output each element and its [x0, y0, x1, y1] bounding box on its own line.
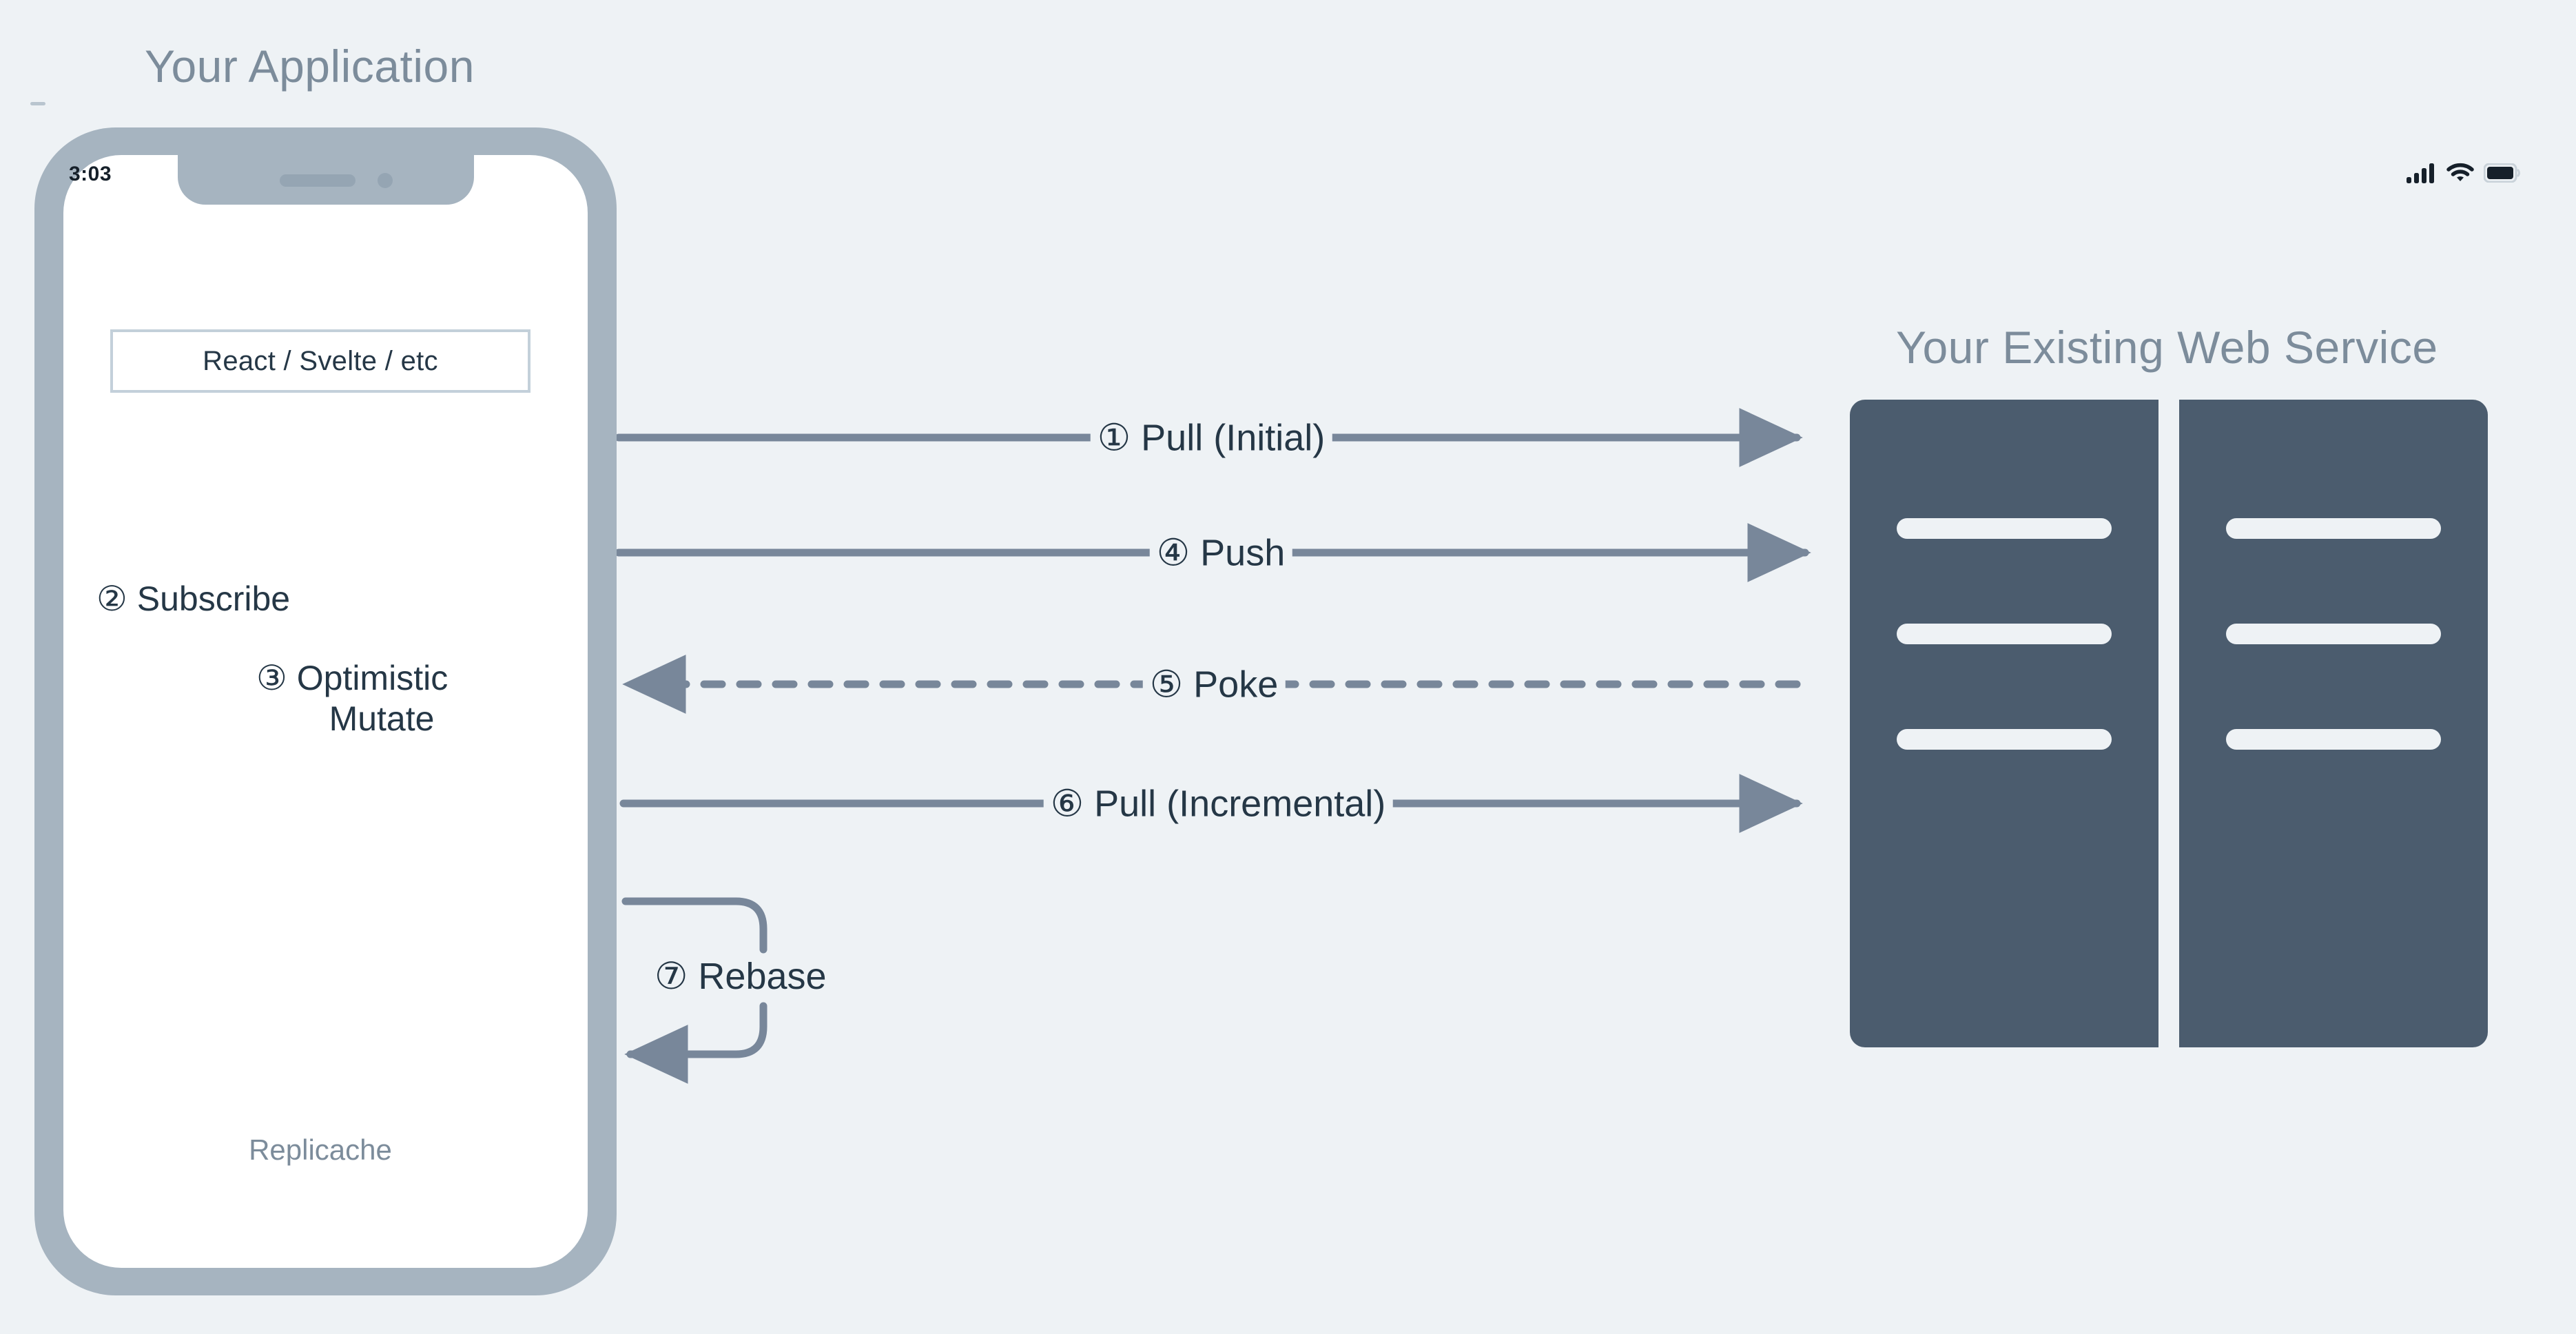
cellular-signal-icon	[2407, 163, 2434, 183]
arrow-rebase-loop	[621, 897, 767, 1084]
step-text-mutate: Mutate	[329, 699, 435, 738]
flow-label-push: ④ Push	[1149, 531, 1292, 575]
server-rack-left	[1850, 400, 2158, 1047]
phone-notch	[177, 155, 474, 205]
rack-bar	[2226, 729, 2441, 750]
rack-bar	[2226, 518, 2441, 539]
framework-box-label: React / Svelte / etc	[203, 345, 438, 376]
frame-tick-mark	[30, 102, 45, 105]
step-text-optimistic: Optimistic	[296, 659, 449, 697]
rack-bar	[1897, 729, 2112, 750]
page-title-web-service: Your Existing Web Service	[1896, 322, 2438, 373]
flow-label-pull-incremental: ⑥ Pull (Incremental)	[1043, 781, 1393, 825]
server-rack-right	[2179, 400, 2488, 1047]
step-number-2: ②	[96, 579, 127, 618]
flow-label-poke: ⑤ Poke	[1142, 662, 1286, 706]
rack-bar	[1897, 518, 2112, 539]
step-number-3: ③	[256, 659, 287, 697]
wifi-icon	[2446, 163, 2474, 181]
status-bar-time: 3:03	[69, 163, 112, 185]
replicache-caption: Replicache	[249, 1133, 392, 1166]
rack-bar	[2226, 624, 2441, 644]
step-label-optimistic-mutate: ③ Optimistic Mutate	[256, 658, 532, 739]
status-bar-icons	[2407, 163, 2521, 183]
rack-bar	[1897, 624, 2112, 644]
flow-label-rebase: ⑦ Rebase	[655, 956, 827, 997]
battery-icon	[2484, 163, 2520, 183]
front-camera-icon	[377, 173, 393, 188]
step-label-subscribe: ② Subscribe	[96, 579, 290, 619]
flow-label-pull-initial: ① Pull (Initial)	[1090, 415, 1332, 460]
speaker-grille-icon	[279, 174, 356, 187]
page-title-your-application: Your Application	[145, 41, 475, 92]
step-text-subscribe: Subscribe	[136, 579, 291, 618]
framework-box[interactable]: React / Svelte / etc	[110, 329, 530, 393]
